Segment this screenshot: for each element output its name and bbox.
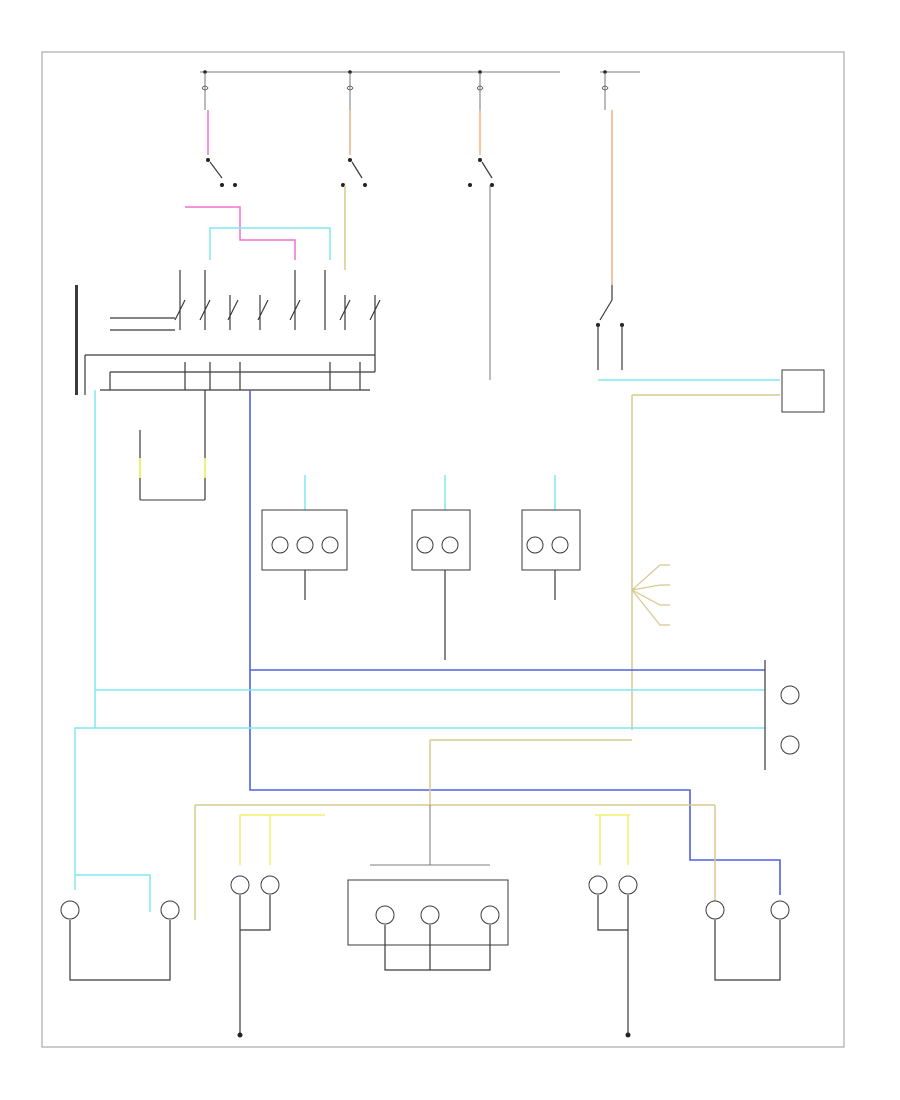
stop-light-switch [468, 158, 494, 380]
wire-cyan-left-riser [74, 390, 96, 890]
wire-cyan-left-lamp [75, 874, 151, 912]
right-rear-lamps [588, 875, 790, 1038]
hazard-flasher-switch [341, 158, 367, 187]
wire-pink-to-switch [185, 206, 296, 260]
top-power-bus [200, 70, 640, 74]
lamp-monitor-module [781, 369, 825, 413]
wire-cyan-horizontal [95, 689, 765, 729]
fuse-column-2 [346, 72, 354, 110]
trailer-tail-lights [139, 390, 206, 501]
front-side-marker-module [764, 660, 800, 770]
backup-lamp-group [411, 475, 471, 660]
wire-yellow-left-rear [239, 814, 325, 865]
fuse-column-4 [601, 72, 609, 110]
center-rear-lamps [347, 805, 509, 971]
wire-tan-main [631, 394, 780, 730]
brake-light-switch [596, 285, 624, 370]
fuse-column-3 [476, 72, 484, 110]
wire-yellow-right-rear [595, 814, 630, 865]
license-lamp-group [261, 475, 348, 600]
wire-tan-lower-bus [194, 740, 716, 920]
turn-signal-flasher-switch [206, 158, 237, 187]
wire-blue-main [249, 390, 781, 895]
diagram-frame [41, 51, 845, 1048]
fuse-column-1 [201, 72, 209, 110]
wire-cyan-upper [209, 227, 331, 260]
high-mount-stop-lamp-group [521, 475, 581, 600]
combination-switch [75, 270, 381, 395]
tan-branch-fan [631, 564, 670, 626]
left-rear-lamps [60, 875, 280, 1038]
